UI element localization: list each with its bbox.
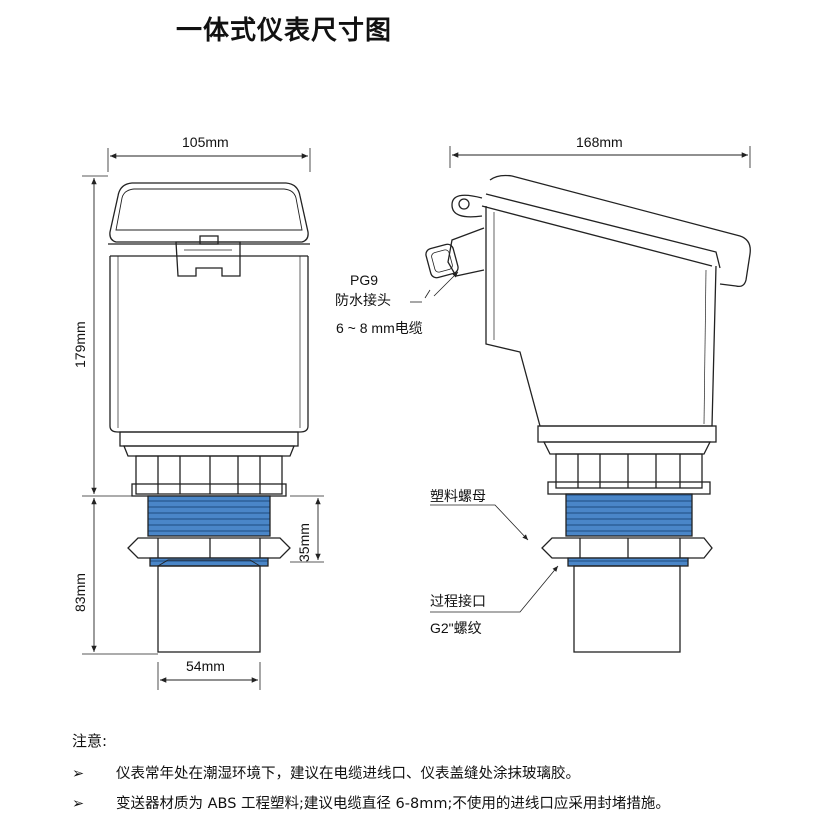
callout-cable-range: 6 ~ 8 mm电缆 [336, 320, 423, 336]
front-view [82, 148, 324, 690]
note-item: ➢ 变送器材质为 ABS 工程塑料;建议电缆直径 6-8mm;不使用的进线口应采用… [72, 792, 670, 813]
dim-thread-height: 35mm [296, 523, 312, 562]
bullet-arrow-icon: ➢ [72, 796, 85, 812]
dim-side-width: 168mm [576, 134, 623, 150]
note-text: 仪表常年处在潮湿环境下，建议在电缆进线口、仪表盖缝处涂抹玻璃胶。 [116, 766, 580, 782]
dim-front-width: 105mm [182, 134, 229, 150]
page-title: 一体式仪表尺寸图 [176, 16, 393, 46]
callout-process-connection: 过程接口 [430, 593, 486, 609]
callout-plastic-nut: 塑料螺母 [430, 488, 486, 504]
note-text: 变送器材质为 ABS 工程塑料;建议电缆直径 6-8mm;不使用的进线口应采用封… [116, 796, 670, 812]
bullet-arrow-icon: ➢ [72, 766, 85, 782]
side-view [410, 146, 751, 653]
dim-lower-height: 83mm [72, 573, 88, 612]
callout-pg9: PG9 [350, 272, 379, 288]
note-item: ➢ 仪表常年处在潮湿环境下，建议在电缆进线口、仪表盖缝处涂抹玻璃胶。 [72, 762, 580, 783]
notes-heading: 注意: [72, 732, 108, 750]
callout-thread-spec: G2"螺纹 [430, 620, 482, 636]
callout-waterproof-connector: 防水接头 [335, 292, 391, 308]
dim-front-height: 179mm [72, 321, 88, 368]
dim-bottom-width: 54mm [186, 658, 225, 674]
